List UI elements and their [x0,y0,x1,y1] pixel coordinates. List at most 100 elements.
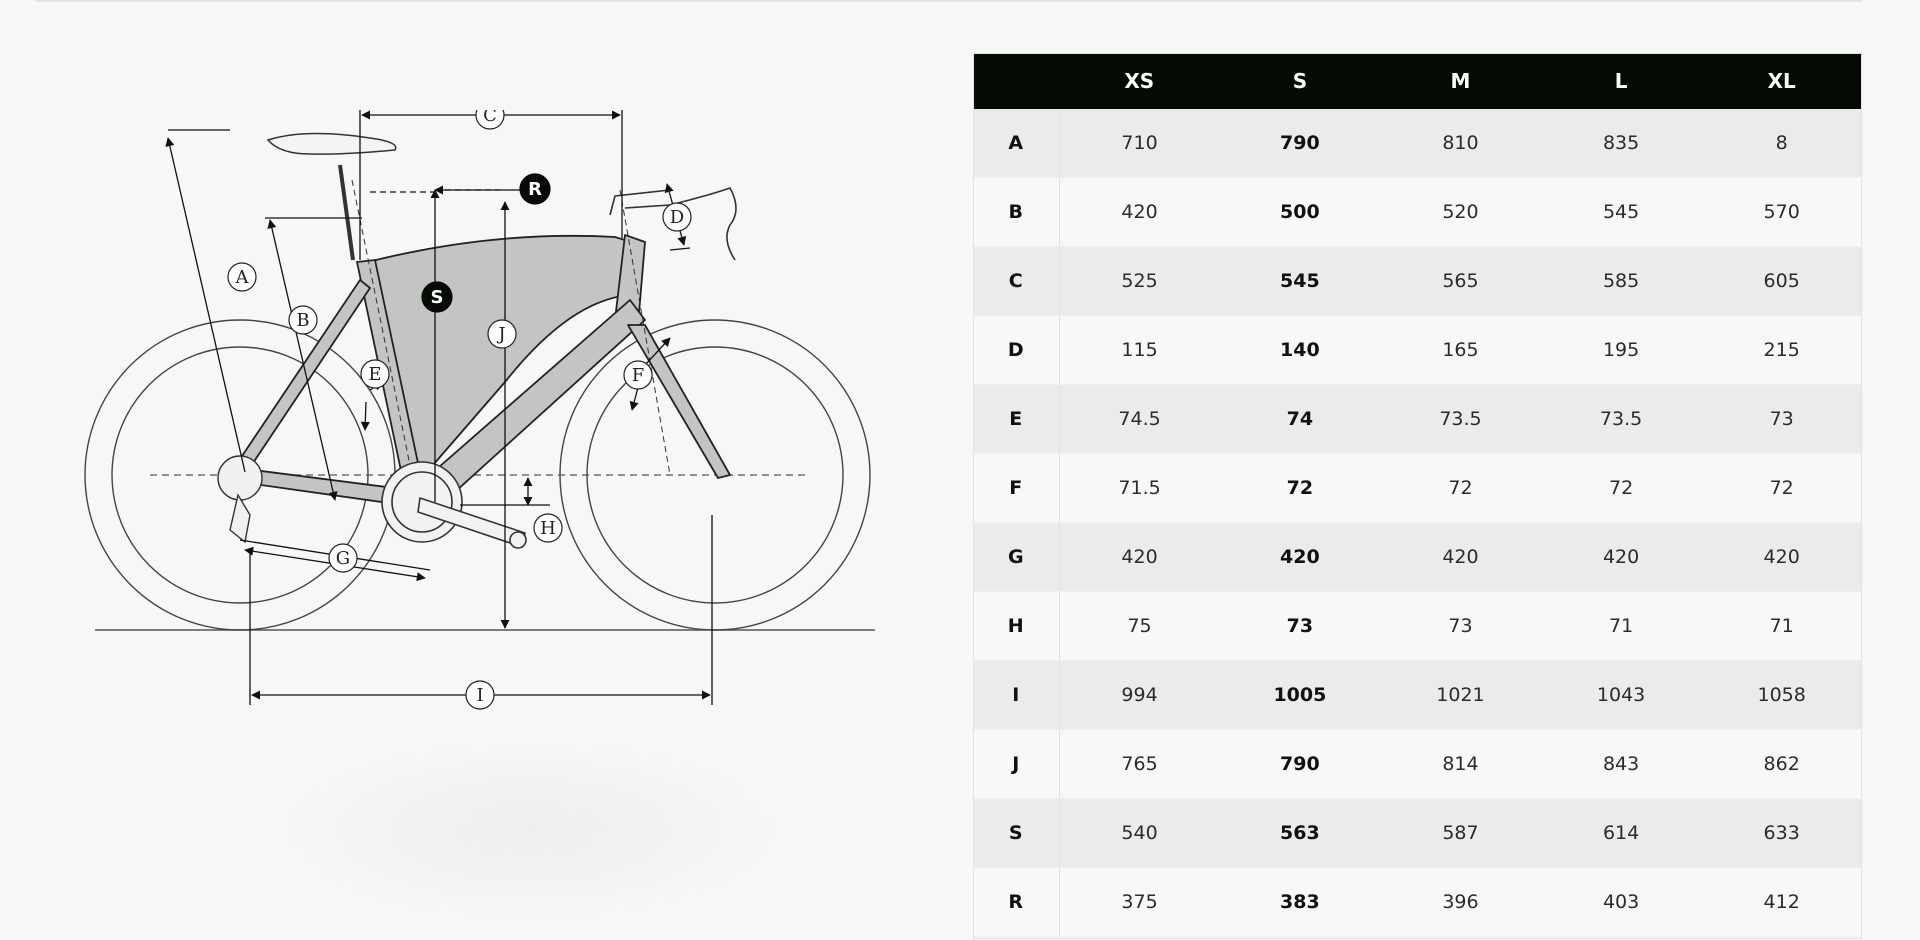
table-cell: 140 [1219,315,1381,385]
table-cell: 412 [1701,867,1862,937]
table-cell: 195 [1540,315,1702,385]
table-cell: 545 [1219,246,1381,316]
table-cell: 1005 [1219,660,1381,730]
row-label-j: J [973,729,1060,799]
table-cell: 73 [1219,591,1381,661]
table-cell: 994 [1059,660,1220,730]
svg-text:F: F [632,365,645,386]
diagram-shadow [280,740,780,920]
label-R: R [519,173,551,205]
row-label-c: C [973,246,1060,316]
table-cell: 565 [1380,246,1541,316]
crankset [381,461,527,549]
table-cell: 810 [1380,109,1541,178]
table-cell: 563 [1219,798,1381,868]
label-H: H [533,513,563,543]
table-cell: 420 [1059,177,1220,247]
table-cell: 570 [1701,177,1862,247]
svg-text:D: D [670,207,684,228]
table-cell: 73.5 [1380,384,1541,454]
row-label-d: D [973,315,1060,385]
table-cell: 420 [1059,522,1220,592]
table-cell: 115 [1059,315,1220,385]
table-cell: 420 [1701,522,1862,592]
table-cell: 215 [1701,315,1862,385]
row-label-g: G [973,522,1060,592]
row-label-e: E [973,384,1060,454]
table-cell: 540 [1059,798,1220,868]
table-cell: 71 [1701,591,1862,661]
svg-text:H: H [540,518,556,539]
svg-text:G: G [336,548,350,569]
table-cell: 420 [1540,522,1702,592]
table-cell: 383 [1219,867,1381,937]
head-tube-axis [619,189,671,476]
row-label-h: H [973,591,1060,661]
handlebar [609,187,737,261]
table-cell: 75 [1059,591,1220,661]
label-I: I [465,680,495,710]
table-cell: 545 [1540,177,1702,247]
svg-text:B: B [296,310,309,331]
table-cell: 862 [1701,729,1862,799]
header-size-xs: XS [1059,53,1220,109]
header-size-m: M [1380,53,1541,109]
row-label-f: F [973,453,1060,523]
table-cell: 500 [1219,177,1381,247]
table-cell: 790 [1219,109,1381,178]
table-cell: 375 [1059,867,1220,937]
svg-text:I: I [476,685,483,706]
table-cell: 520 [1380,177,1541,247]
table-cell: 72 [1701,453,1862,523]
label-C: C [475,110,505,130]
table-cell: 835 [1540,109,1702,178]
top-divider [36,0,1862,2]
table-cell: 165 [1380,315,1541,385]
table-cell: 73.5 [1540,384,1702,454]
label-A: A [227,262,257,292]
row-label-b: B [973,177,1060,247]
table-cell: 525 [1059,246,1220,316]
table-cell: 843 [1540,729,1702,799]
table-cell: 72 [1219,453,1381,523]
label-D: D [662,202,692,232]
row-label-r: R [973,867,1060,937]
svg-text:A: A [235,267,250,288]
table-cell: 71.5 [1059,453,1220,523]
row-label-i: I [973,660,1060,730]
table-cell: 73 [1380,591,1541,661]
table-cell: 1021 [1380,660,1541,730]
table-cell: 585 [1540,246,1702,316]
header-corner [973,53,1059,109]
table-cell: 614 [1540,798,1702,868]
header-size-l: L [1540,53,1702,109]
label-J: J [487,319,517,349]
bike-diagram-svg: A B C D E F G [84,110,875,710]
table-cell: 73 [1701,384,1862,454]
table-cell: 765 [1059,729,1220,799]
table-cell: 74 [1219,384,1381,454]
seat-tube-axis [351,179,416,491]
table-cell: 1058 [1701,660,1862,730]
table-cell: 1043 [1540,660,1702,730]
table-cell: 72 [1540,453,1702,523]
table-cell: 403 [1540,867,1702,937]
label-B: B [288,305,318,335]
saddle [266,132,397,261]
header-size-s: S [1219,53,1381,109]
label-S: S [421,281,453,313]
table-cell: 71 [1540,591,1702,661]
header-size-xl: XL [1701,53,1862,109]
